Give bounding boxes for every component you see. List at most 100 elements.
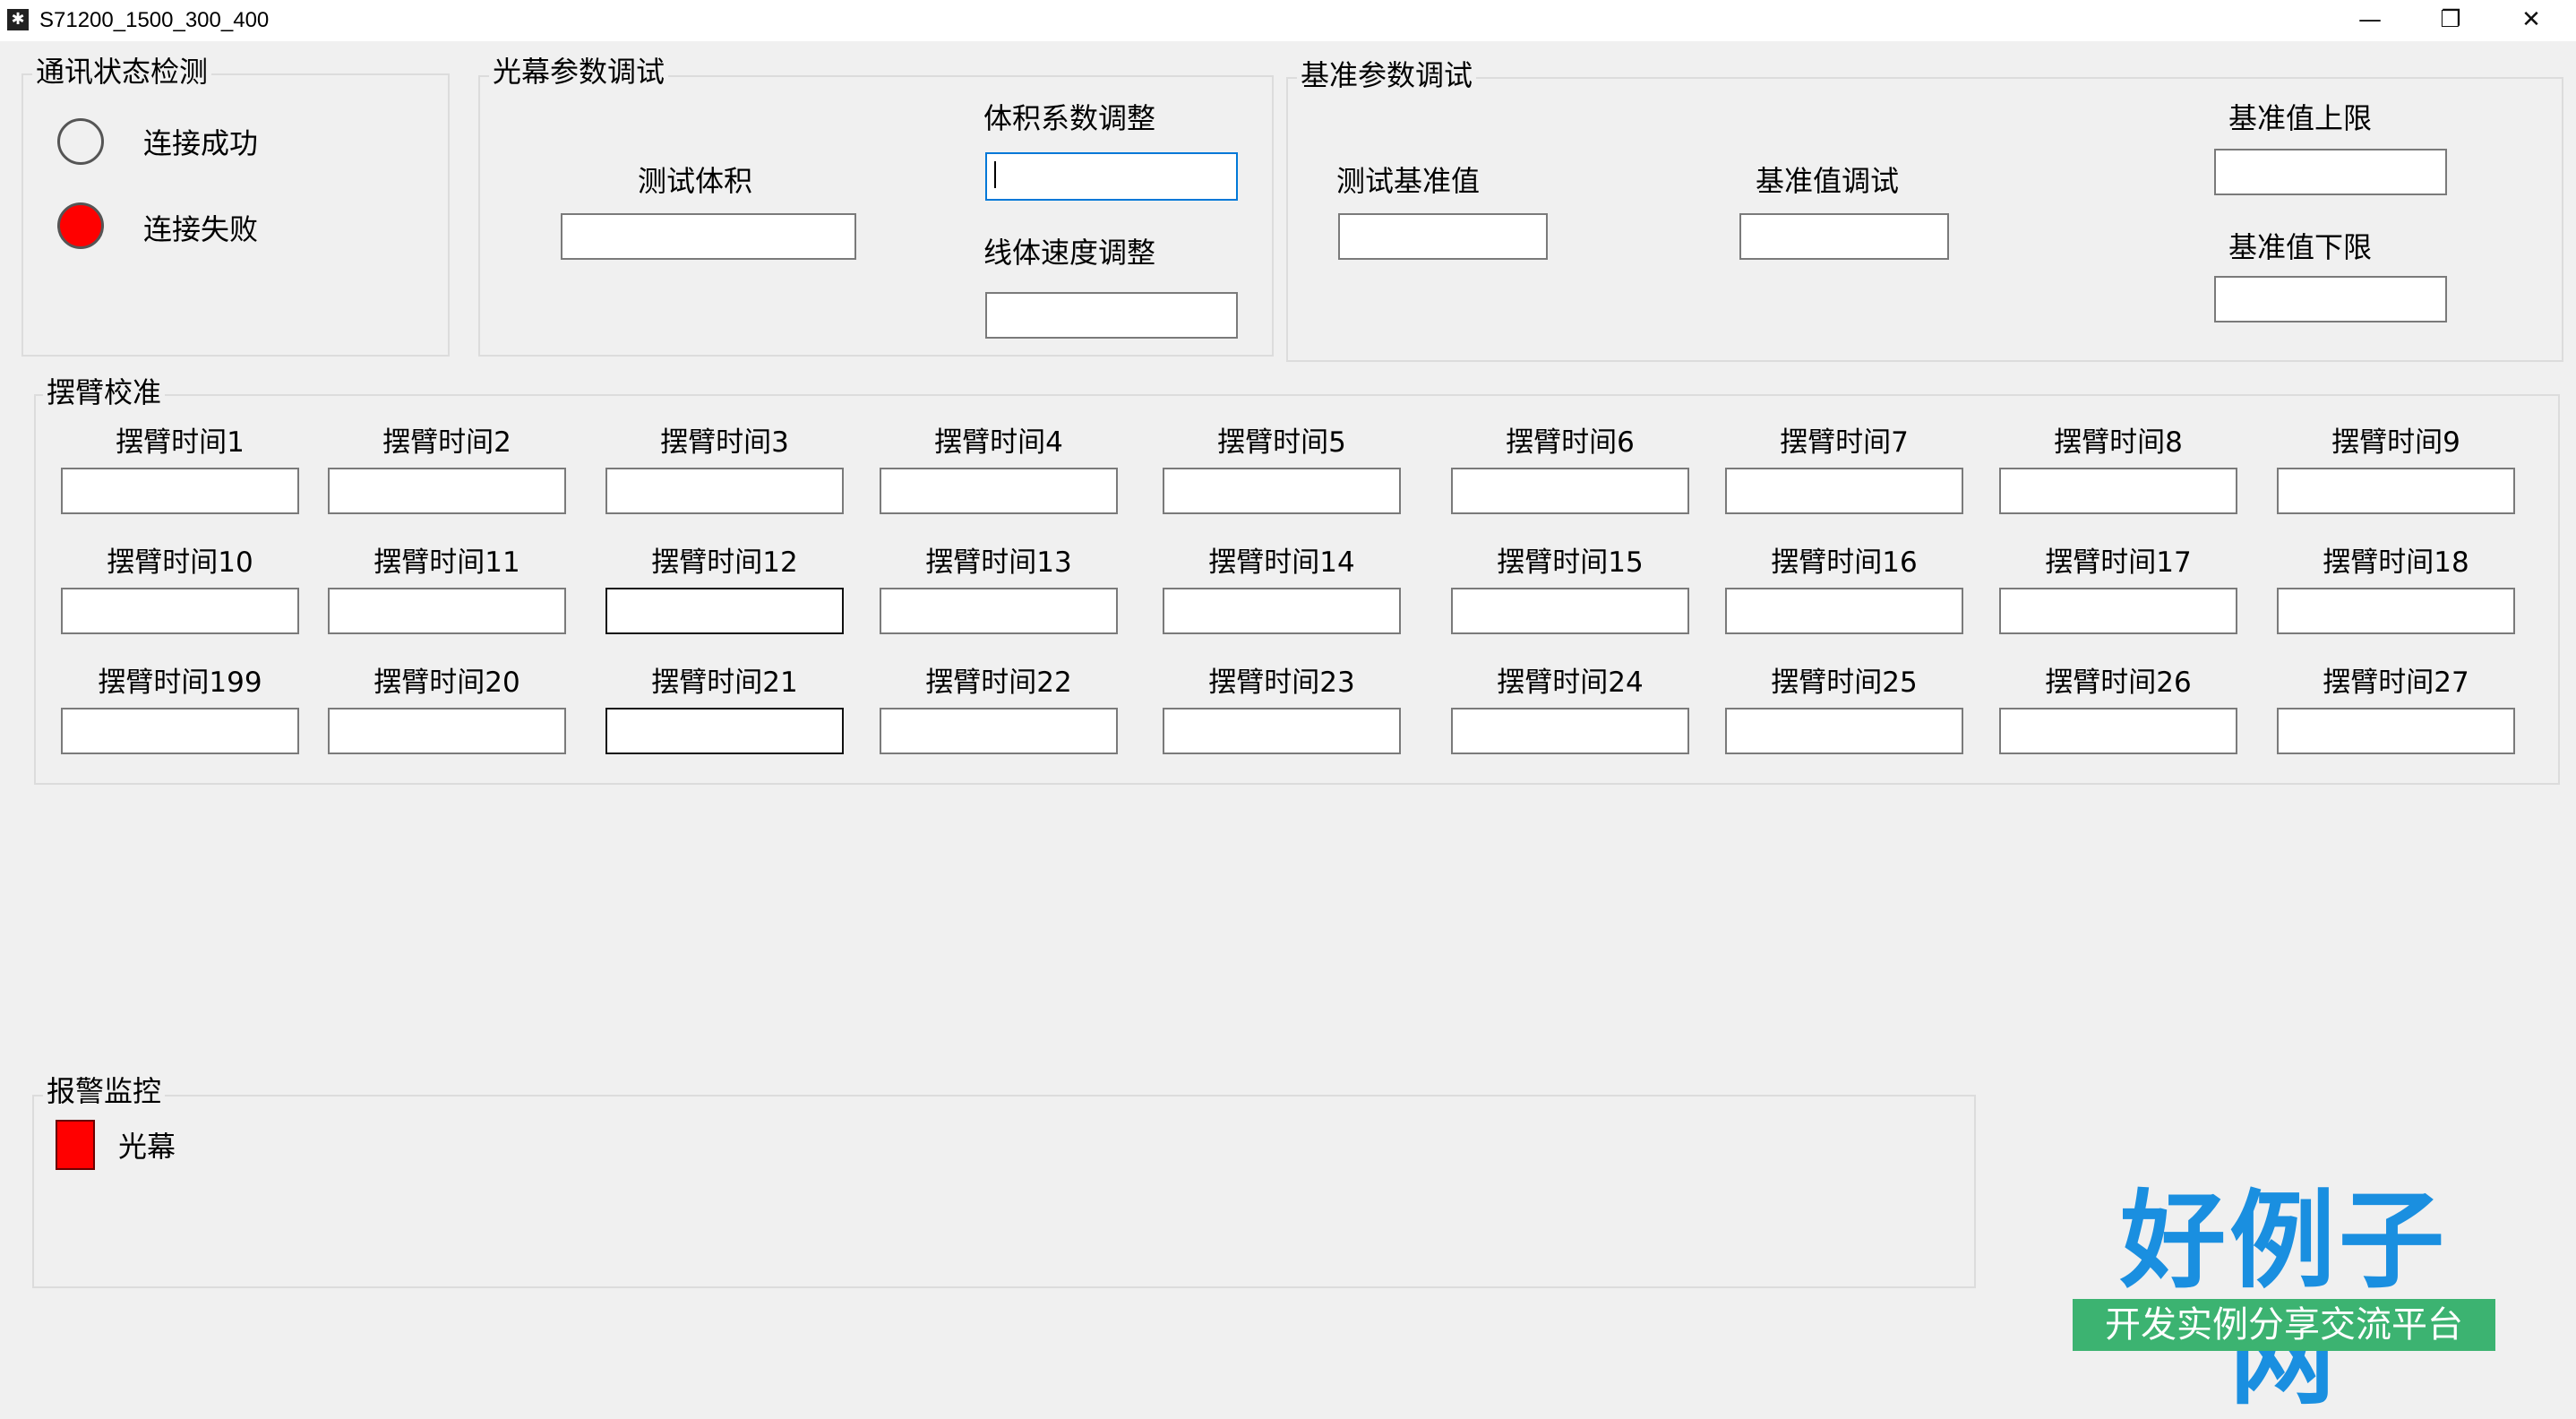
swing-arm-time-input[interactable]: [61, 708, 299, 754]
swing-arm-time-input[interactable]: [2277, 468, 2515, 514]
text-caret: [994, 161, 996, 188]
swing-arm-time-input[interactable]: [328, 588, 566, 634]
line-speed-input[interactable]: [985, 292, 1238, 339]
swing-arm-time-input[interactable]: [1725, 588, 1963, 634]
swing-arm-cell: 摆臂时间27: [2277, 665, 2515, 772]
swing-arm-time-label: 摆臂时间11: [374, 546, 520, 579]
swing-arm-cell: 摆臂时间199: [61, 665, 299, 772]
upper-limit-input[interactable]: [2214, 149, 2447, 195]
swing-arm-time-input[interactable]: [880, 708, 1118, 754]
swing-arm-time-input[interactable]: [2277, 708, 2515, 754]
swing-arm-cell: 摆臂时间10: [61, 545, 299, 652]
swing-arm-time-label: 摆臂时间24: [1497, 666, 1644, 699]
watermark-tagline: 开发实例分享交流平台: [2073, 1299, 2495, 1351]
comm-status-legend: 通讯状态检测: [32, 54, 212, 90]
swing-arm-time-label: 摆臂时间13: [925, 546, 1072, 579]
swing-arm-time-input[interactable]: [2277, 588, 2515, 634]
watermark-brand: 好例子网: [2119, 1179, 2448, 1419]
window-title: S71200_1500_300_400: [39, 8, 270, 32]
swing-arm-time-input[interactable]: [605, 708, 844, 754]
swing-arm-group: [34, 394, 2560, 785]
swing-arm-time-input[interactable]: [605, 588, 844, 634]
swing-arm-cell: 摆臂时间11: [328, 545, 566, 652]
swing-arm-time-label: 摆臂时间4: [934, 426, 1063, 459]
swing-arm-cell: 摆臂时间16: [1725, 545, 1963, 652]
title-bar: ✱ S71200_1500_300_400 — ❐ ✕: [0, 0, 2576, 41]
baseline-debug-input[interactable]: [1739, 213, 1949, 260]
swing-arm-time-input[interactable]: [1999, 708, 2237, 754]
swing-arm-time-input[interactable]: [1451, 708, 1689, 754]
volume-coef-input[interactable]: [985, 152, 1238, 201]
swing-arm-cell: 摆臂时间9: [2277, 425, 2515, 532]
swing-arm-cell: 摆臂时间6: [1451, 425, 1689, 532]
baseline-debug-label: 基准值调试: [1756, 164, 1900, 198]
baseline-params-group: [1286, 77, 2563, 362]
swing-arm-time-label: 摆臂时间18: [2323, 546, 2469, 579]
alarm-monitor-group: [32, 1095, 1976, 1288]
swing-arm-cell: 摆臂时间20: [328, 665, 566, 772]
swing-arm-cell: 摆臂时间21: [605, 665, 844, 772]
connect-fail-indicator: [57, 202, 104, 249]
watermark-logo: 好例子网 开发实例分享交流平台: [2069, 1182, 2499, 1415]
alarm-monitor-legend: 报警监控: [43, 1073, 166, 1109]
swing-arm-time-label: 摆臂时间5: [1217, 426, 1346, 459]
swing-arm-cell: 摆臂时间8: [1999, 425, 2237, 532]
swing-arm-time-input[interactable]: [61, 588, 299, 634]
swing-arm-time-label: 摆臂时间17: [2045, 546, 2192, 579]
swing-arm-time-label: 摆臂时间22: [925, 666, 1072, 699]
swing-arm-cell: 摆臂时间7: [1725, 425, 1963, 532]
swing-arm-time-input[interactable]: [1999, 468, 2237, 514]
connect-fail-label: 连接失败: [143, 212, 259, 246]
swing-arm-time-input[interactable]: [328, 468, 566, 514]
swing-arm-legend: 摆臂校准: [43, 374, 166, 410]
swing-arm-time-label: 摆臂时间23: [1208, 666, 1355, 699]
swing-arm-time-label: 摆臂时间1: [116, 426, 245, 459]
app-icon[interactable]: ✱: [7, 9, 29, 30]
swing-arm-cell: 摆臂时间25: [1725, 665, 1963, 772]
minimize-button[interactable]: —: [2358, 6, 2382, 33]
swing-arm-time-label: 摆臂时间15: [1497, 546, 1644, 579]
swing-arm-time-input[interactable]: [880, 468, 1118, 514]
swing-arm-time-input[interactable]: [605, 468, 844, 514]
swing-arm-cell: 摆臂时间22: [880, 665, 1118, 772]
swing-arm-cell: 摆臂时间26: [1999, 665, 2237, 772]
swing-arm-time-label: 摆臂时间12: [651, 546, 798, 579]
swing-arm-time-input[interactable]: [880, 588, 1118, 634]
curtain-alarm-indicator: [56, 1120, 95, 1170]
swing-arm-time-input[interactable]: [1725, 468, 1963, 514]
lower-limit-label: 基准值下限: [2228, 230, 2373, 264]
swing-arm-cell: 摆臂时间5: [1163, 425, 1401, 532]
swing-arm-time-input[interactable]: [1163, 708, 1401, 754]
swing-arm-time-input[interactable]: [61, 468, 299, 514]
swing-arm-time-label: 摆臂时间14: [1208, 546, 1355, 579]
test-volume-input[interactable]: [561, 213, 856, 260]
lower-limit-input[interactable]: [2214, 276, 2447, 322]
swing-arm-time-input[interactable]: [1999, 588, 2237, 634]
swing-arm-time-label: 摆臂时间25: [1771, 666, 1918, 699]
test-volume-label: 测试体积: [638, 164, 753, 198]
swing-arm-time-label: 摆臂时间7: [1780, 426, 1909, 459]
swing-arm-time-label: 摆臂时间21: [651, 666, 798, 699]
curtain-params-group: [478, 75, 1274, 357]
swing-arm-cell: 摆臂时间24: [1451, 665, 1689, 772]
swing-arm-time-input[interactable]: [1451, 588, 1689, 634]
swing-arm-time-input[interactable]: [1163, 468, 1401, 514]
volume-coef-label: 体积系数调整: [983, 101, 1156, 135]
swing-arm-time-label: 摆臂时间20: [374, 666, 520, 699]
swing-arm-time-label: 摆臂时间3: [660, 426, 789, 459]
swing-arm-time-label: 摆臂时间2: [382, 426, 511, 459]
test-baseline-input[interactable]: [1338, 213, 1548, 260]
close-button[interactable]: ✕: [2521, 6, 2541, 33]
swing-arm-time-input[interactable]: [1163, 588, 1401, 634]
connect-success-indicator: [57, 118, 104, 165]
swing-arm-cell: 摆臂时间1: [61, 425, 299, 532]
swing-arm-cell: 摆臂时间14: [1163, 545, 1401, 652]
swing-arm-time-input[interactable]: [328, 708, 566, 754]
swing-arm-time-input[interactable]: [1451, 468, 1689, 514]
swing-arm-time-input[interactable]: [1725, 708, 1963, 754]
swing-arm-time-label: 摆臂时间27: [2323, 666, 2469, 699]
restore-button[interactable]: ❐: [2440, 6, 2461, 33]
swing-arm-cell: 摆臂时间13: [880, 545, 1118, 652]
swing-arm-time-label: 摆臂时间16: [1771, 546, 1918, 579]
line-speed-label: 线体速度调整: [983, 236, 1156, 270]
